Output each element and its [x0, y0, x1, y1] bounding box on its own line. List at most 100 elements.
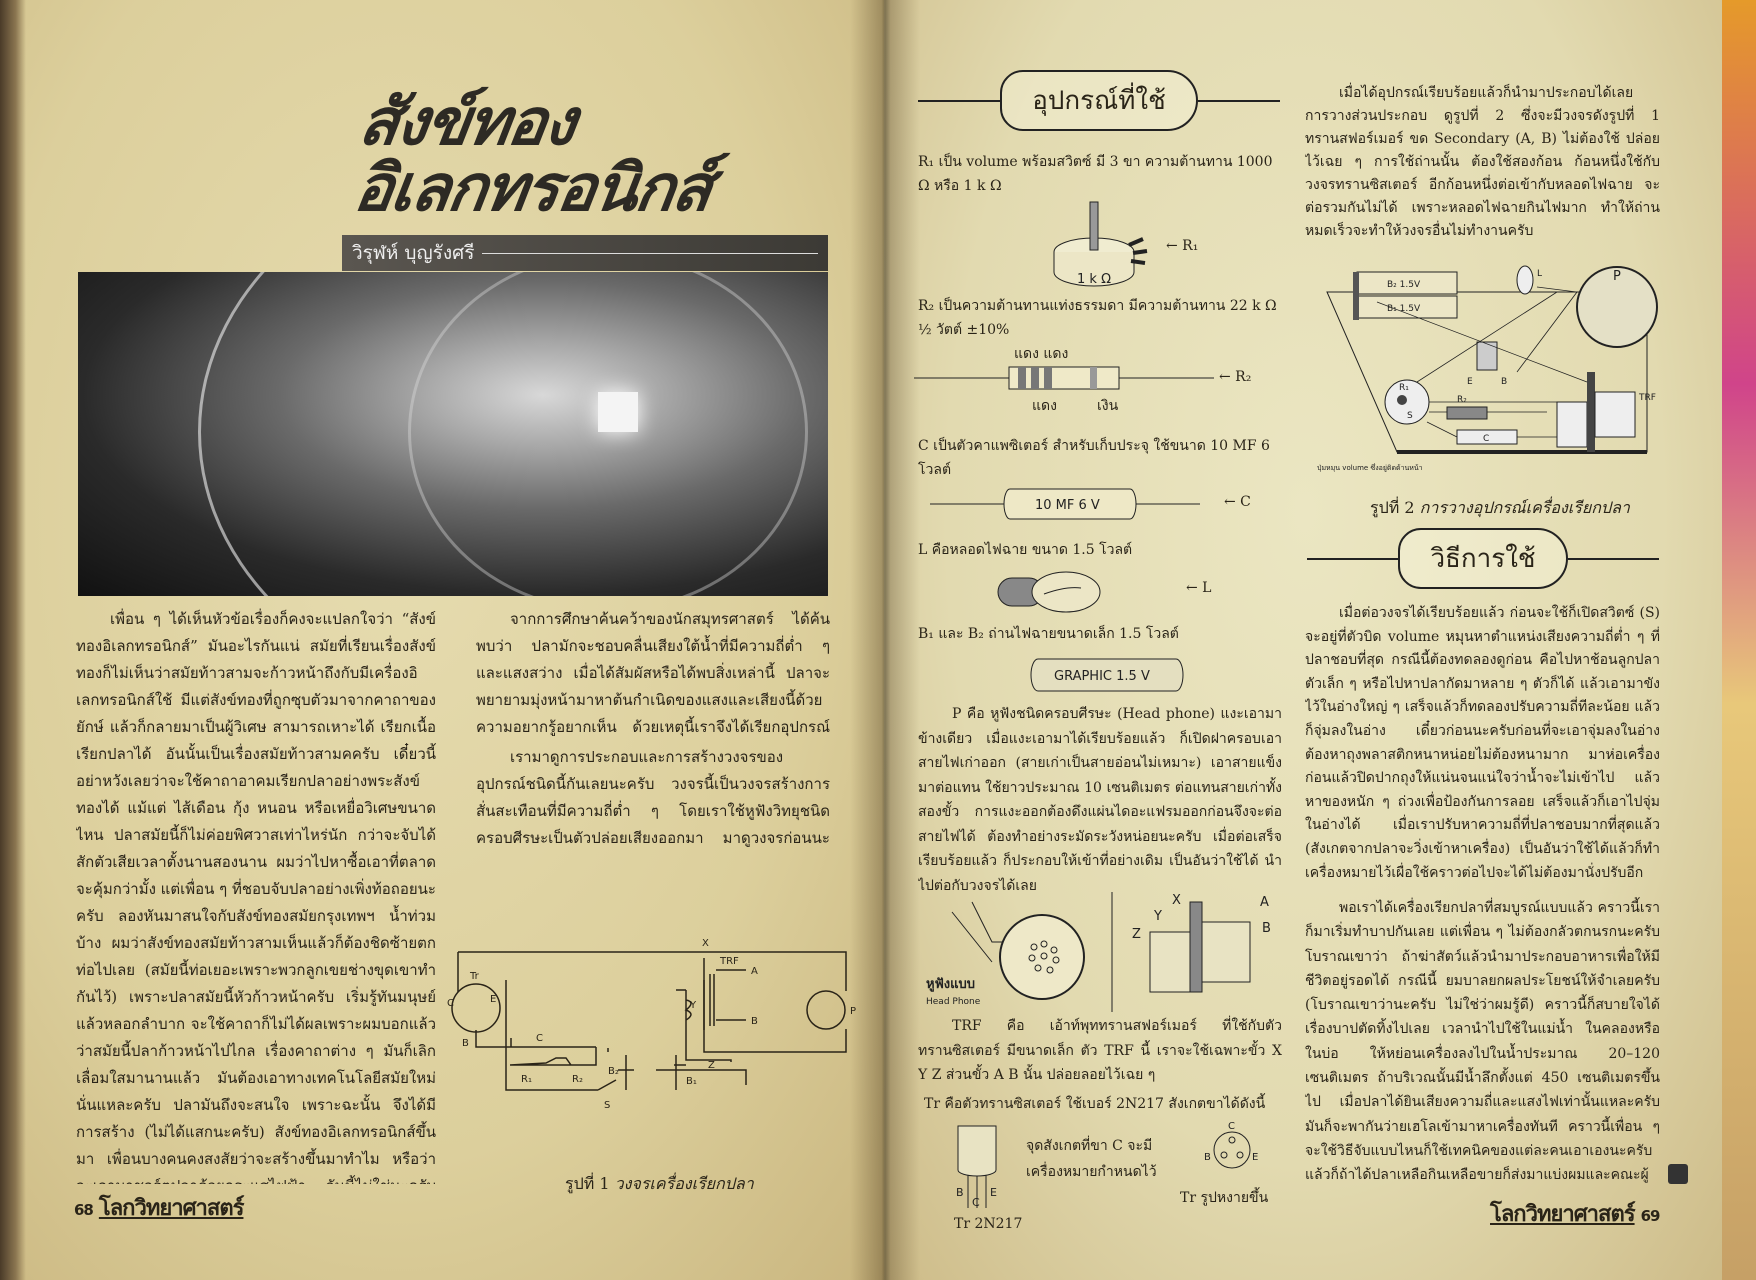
trf-pin-b: B	[1262, 921, 1271, 936]
battery-description: B₁ และ B₂ ถ่านไฟฉายขนาดเล็ก 1.5 โวลต์	[918, 626, 1179, 642]
r2-band-color-4: เงิน	[1097, 398, 1119, 414]
photo-arc	[408, 272, 808, 596]
transistor-label-bottom-view: Tr รูปหงายขึ้น	[1180, 1190, 1269, 1206]
figure-1-caption: รูปที่ 1 วงจรเครื่องเรียกปลา	[565, 1172, 754, 1197]
figure-1-circuit: X TRF A B Y Z P C C Tr E B R₁ R₂ B₂ B₁ S	[447, 938, 856, 1111]
equipment-header: อุปกรณ์ที่ใช้	[918, 70, 1280, 131]
r1-description: R₁ เป็น volume พร้อมสวิตซ์ มี 3 ขา ความต…	[918, 154, 1273, 194]
tr-pin-c: C	[972, 1196, 980, 1209]
trf-pin-y: Y	[1153, 909, 1162, 924]
photo-light	[598, 392, 638, 432]
lamp-description: L คือหลอดไฟฉาย ขนาด 1.5 โวลต์	[918, 542, 1133, 558]
trf-pin-z: Z	[1132, 927, 1141, 942]
transistor-description: Tr คือตัวทรานซิสเตอร์ ใช้เบอร์ 2N217 สัง…	[924, 1096, 1266, 1112]
usage-header-label: วิธีการใช้	[1398, 528, 1568, 589]
fig1-label-tr: Tr	[469, 971, 480, 982]
article-title-line1: สังข์ทอง	[354, 86, 580, 160]
assembly-paragraph: เมื่อได้อุปกรณ์เรียบร้อยแล้วก็นำมาประกอบ…	[1305, 85, 1660, 239]
trf-pin-a: A	[1260, 895, 1269, 910]
figure-2-caption: รูปที่ 2 การวางอุปกรณ์เครื่องเรียกปลา	[1370, 496, 1630, 521]
tr-bottom-pin-b: B	[1204, 1152, 1211, 1163]
battery-label: GRAPHIC 1.5 V	[1054, 669, 1150, 684]
header-rule	[1197, 99, 1280, 102]
body-column-2-para2: เรามาดูการประกอบและการสร้างวงจรของอุปกรณ…	[476, 748, 830, 847]
fig1-label-e: E	[490, 994, 496, 1005]
figure-1-title: วงจรเครื่องเรียกปลา	[614, 1174, 754, 1193]
transistor-icon: BCE	[956, 1125, 997, 1209]
fig2-label-l: L	[1537, 269, 1542, 279]
page-number-left: 68	[74, 1201, 94, 1219]
usage-header: วิธีการใช้	[1307, 528, 1659, 589]
trf-paragraph: TRF คือ เอ้าท์พุททรานสฟอร์เมอร์ ที่ใช้กั…	[918, 1018, 1282, 1083]
r1-arrow-label: ← R₁	[1166, 238, 1199, 254]
tr-pin-b: B	[956, 1186, 964, 1199]
fig1-label-s: S	[604, 1100, 610, 1111]
trf-pin-x: X	[1172, 893, 1181, 908]
tunnel-photo	[78, 272, 828, 596]
figure-2-number: รูปที่ 2	[1370, 498, 1415, 517]
right-page: อุปกรณ์ที่ใช้ R₁ เป็น volume พร้อมสวิตซ์…	[884, 0, 1726, 1280]
byline-rule	[482, 252, 818, 254]
r2-band-color-3: แดง	[1032, 398, 1057, 414]
headphone-paragraph: P คือ หูฟังชนิดครอบศีรษะ (Head phone) แง…	[918, 706, 1282, 892]
resistor-icon	[914, 366, 1214, 390]
fig1-label-r1: R₁	[521, 1074, 532, 1085]
fig1-label-z: Z	[708, 1060, 715, 1071]
fig2-label-p: P	[1613, 269, 1621, 284]
potentiometer-icon: 1 k Ω	[1053, 201, 1148, 287]
page-edge-strip	[1722, 0, 1756, 1280]
page-number-right: 69	[1640, 1207, 1661, 1225]
header-rule	[1307, 557, 1399, 560]
usage-paragraph-2: พอเราได้เครื่องเรียกปลาที่สมบูรณ์แบบแล้ว…	[1305, 900, 1660, 1184]
header-rule	[918, 99, 1001, 102]
byline-bar: วิรุฬห์ บุญรังศรี	[342, 235, 828, 271]
transistor-label-2n217: Tr 2N217	[954, 1216, 1023, 1232]
usage-paragraph-1: เมื่อต่อวงจรได้เรียบร้อยแล้ว ก่อนจะใช้ก็…	[1305, 605, 1660, 881]
photo-arc	[198, 272, 828, 596]
capacitor-value-label: 10 MF 6 V	[1035, 498, 1100, 513]
lamp-bulb-icon	[997, 571, 1101, 613]
lamp-arrow-label: ← L	[1186, 580, 1212, 596]
author-name: วิรุฬห์ บุญรังศรี	[352, 242, 475, 264]
headphone-label: หูฟังแบบ	[926, 977, 975, 992]
figure-2-title: การวางอุปกรณ์เครื่องเรียกปลา	[1419, 498, 1630, 517]
fig1-label-trf: TRF	[719, 956, 739, 967]
fig1-label-b: B	[751, 1016, 758, 1027]
body-column-1: เพื่อน ๆ ได้เห็นหัวข้อเรื่องก็คงจะแปลกใจ…	[76, 610, 436, 1184]
fig1-label-p: P	[850, 1006, 856, 1017]
figure-2-layout-drawing: B₂ 1.5V B₁ 1.5V L P R₁ S R₂ C E B TRF ปุ…	[1317, 265, 1658, 472]
fig2-label-trf: TRF	[1638, 393, 1656, 403]
fig1-label-b1: B₁	[686, 1076, 697, 1087]
r2-arrow-label: ← R₂	[1219, 369, 1252, 385]
tr-pin-e: E	[990, 1186, 997, 1199]
headphone-and-transformer-drawing: หูฟังแบบ Head Phone X Y Z A B	[926, 892, 1271, 1012]
headphone-sublabel: Head Phone	[926, 997, 981, 1007]
header-rule	[1567, 557, 1659, 560]
fig1-label-r2: R₂	[572, 1074, 583, 1085]
fig2-label-b1: B₁ 1.5V	[1387, 304, 1421, 314]
transistor-note-2: เครื่องหมายกำหนดไว้	[1026, 1164, 1157, 1180]
article-title-line2: อิเลกทรอนิกส์	[349, 152, 716, 226]
fig2-label-c: C	[1483, 434, 1489, 444]
fig2-label-e: E	[1467, 377, 1473, 387]
pot-value-label: 1 k Ω	[1077, 272, 1111, 287]
fig1-label-tr-c: C	[447, 998, 454, 1009]
tr-bottom-pin-c: C	[1228, 1121, 1235, 1132]
fig1-label-x: X	[702, 938, 709, 949]
figure-1-number: รูปที่ 1	[565, 1174, 610, 1193]
battery-icon: GRAPHIC 1.5 V	[1030, 658, 1184, 692]
r2-band-colors-top: แดง แดง	[1014, 346, 1069, 362]
equipment-header-label: อุปกรณ์ที่ใช้	[1000, 70, 1198, 131]
magazine-name-right: โลกวิทยาศาสตร์	[1490, 1202, 1636, 1227]
capacitor-arrow-label: ← C	[1224, 494, 1251, 510]
fig2-label-s: S	[1407, 411, 1413, 421]
r2-description: R₂ เป็นความต้านทานแท่งธรรมดา มีความต้านท…	[918, 298, 1277, 338]
fig1-label-tr-b: B	[462, 1038, 469, 1049]
right-footer: โลกวิทยาศาสตร์69	[1490, 1196, 1665, 1231]
magazine-name-left: โลกวิทยาศาสตร์	[98, 1196, 245, 1221]
end-mark-icon	[1668, 1164, 1688, 1184]
fig1-label-b2: B₂	[608, 1066, 619, 1077]
fig2-label-b2: B₂ 1.5V	[1387, 280, 1421, 290]
